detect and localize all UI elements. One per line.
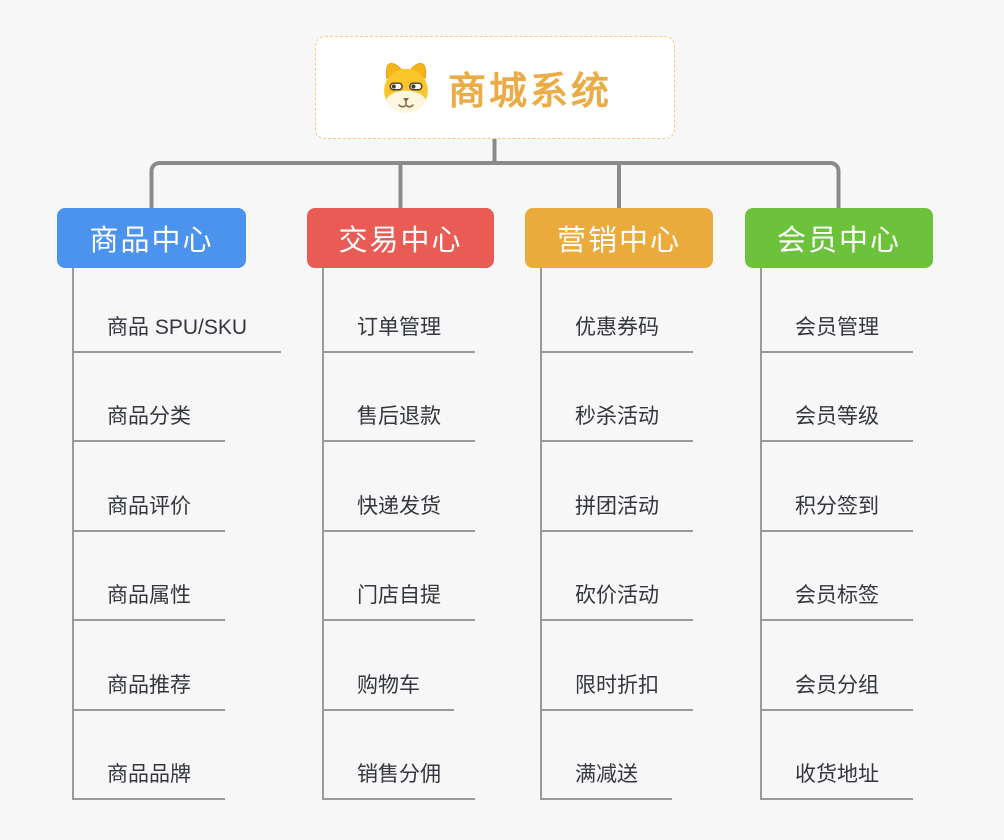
- leaf-node[interactable]: 商品分类: [73, 402, 225, 442]
- leaf-node[interactable]: 收货地址: [761, 760, 913, 800]
- leaf-node[interactable]: 满减送: [541, 760, 672, 800]
- leaf-node[interactable]: 优惠券码: [541, 313, 693, 353]
- leaf-node[interactable]: 售后退款: [323, 402, 475, 442]
- leaf-node[interactable]: 订单管理: [323, 313, 475, 353]
- leaf-node[interactable]: 门店自提: [323, 581, 475, 621]
- leaf-node[interactable]: 会员等级: [761, 402, 913, 442]
- branch-trunk-line: [540, 268, 542, 800]
- dog-icon: [384, 62, 428, 112]
- leaf-node[interactable]: 会员分组: [761, 671, 913, 711]
- branch-node-trade-center[interactable]: 交易中心: [307, 208, 494, 268]
- leaf-node[interactable]: 秒杀活动: [541, 402, 693, 442]
- branch-node-marketing-center[interactable]: 营销中心: [525, 208, 713, 268]
- leaf-node[interactable]: 商品属性: [73, 581, 225, 621]
- branch-trunk-line: [760, 268, 762, 800]
- leaf-node[interactable]: 砍价活动: [541, 581, 693, 621]
- root-node[interactable]: 商城系统: [315, 36, 675, 139]
- leaf-node[interactable]: 销售分佣: [323, 760, 475, 800]
- leaf-node[interactable]: 快递发货: [323, 492, 475, 532]
- leaf-node[interactable]: 购物车: [323, 671, 454, 711]
- leaf-node[interactable]: 商品推荐: [73, 671, 225, 711]
- leaf-node[interactable]: 会员标签: [761, 581, 913, 621]
- leaf-node[interactable]: 会员管理: [761, 313, 913, 353]
- leaf-node[interactable]: 限时折扣: [541, 671, 693, 711]
- leaf-node[interactable]: 商品 SPU/SKU: [73, 313, 282, 353]
- branch-trunk-line: [72, 268, 74, 800]
- leaf-node[interactable]: 拼团活动: [541, 492, 693, 532]
- leaf-node[interactable]: 商品品牌: [73, 760, 225, 800]
- branch-trunk-line: [322, 268, 324, 800]
- branch-node-product-center[interactable]: 商品中心: [57, 208, 246, 268]
- root-title: 商城系统: [447, 71, 612, 113]
- branch-node-member-center[interactable]: 会员中心: [745, 208, 933, 268]
- leaf-node[interactable]: 商品评价: [73, 492, 225, 532]
- leaf-node[interactable]: 积分签到: [761, 492, 913, 532]
- branch-bus-line: [149, 161, 841, 208]
